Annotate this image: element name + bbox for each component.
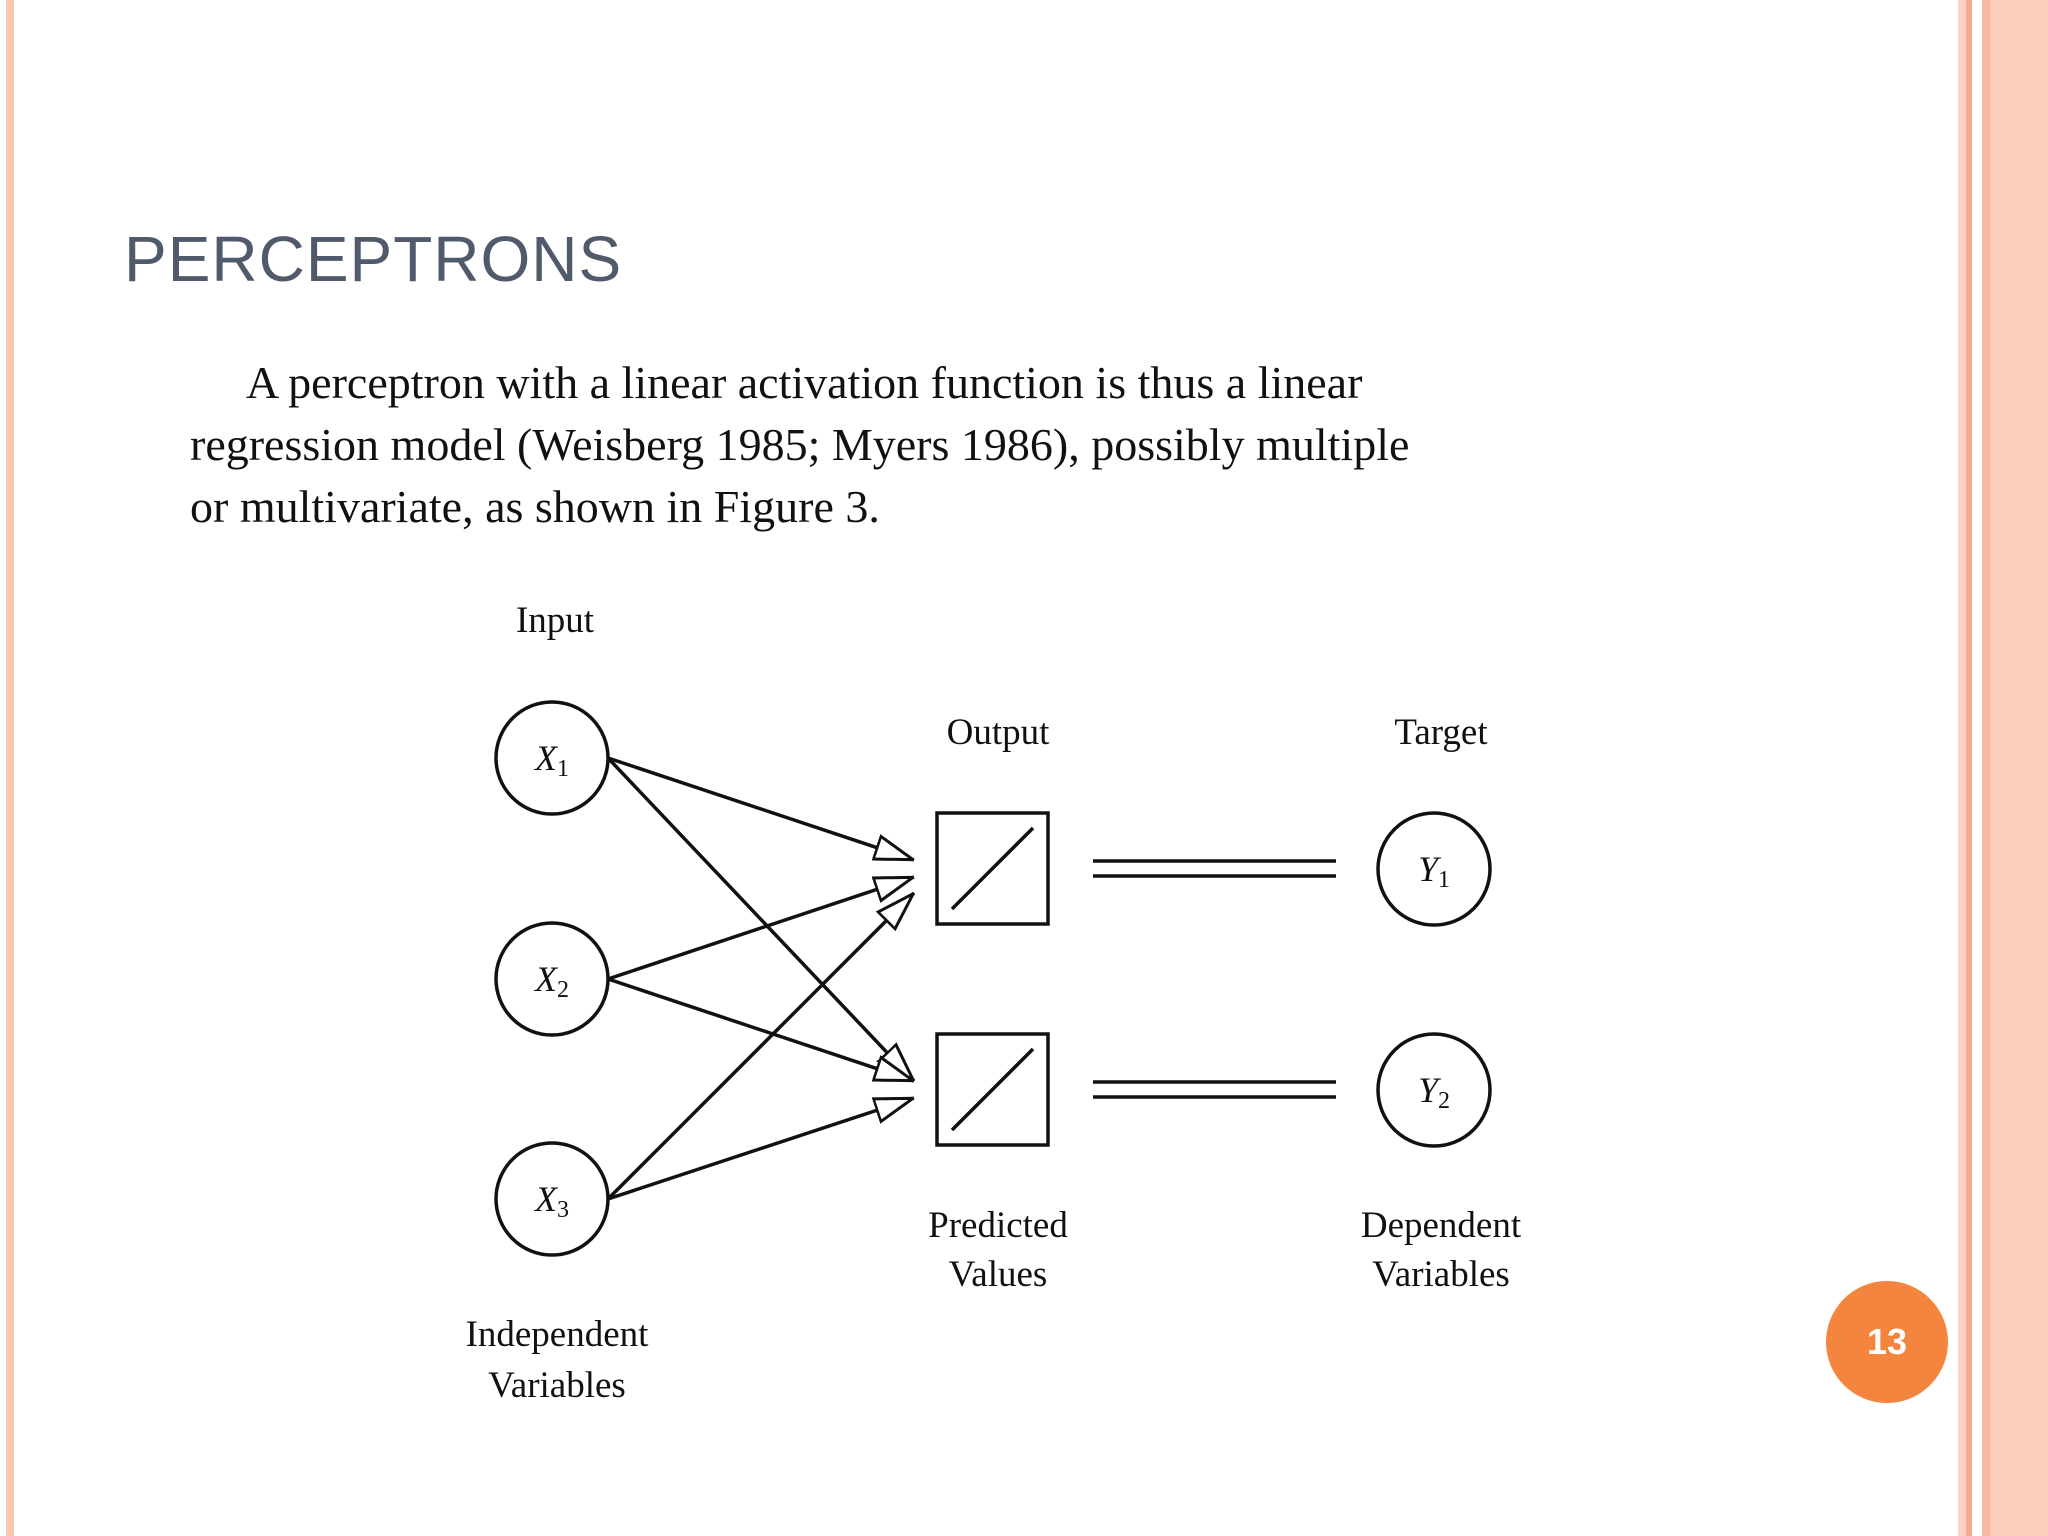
- svg-text:X3: X3: [533, 1179, 569, 1223]
- input-node-x2-sub: 2: [557, 977, 569, 1003]
- slide-title: PERCEPTRONS: [124, 223, 623, 295]
- body-paragraph: A perceptron with a linear activation fu…: [190, 352, 1570, 538]
- right-border-stripe-3: [1982, 0, 1990, 1536]
- output-label: Output: [947, 712, 1051, 753]
- svg-text:Y2: Y2: [1418, 1070, 1450, 1114]
- body-line-3: or multivariate, as shown in Figure 3.: [190, 481, 880, 532]
- predicted-values-label-line1: Predicted: [928, 1205, 1068, 1246]
- perceptron-diagram: Input Output Target X1 X2: [466, 600, 1522, 1406]
- arrow-x3-to-out2: [607, 1096, 914, 1201]
- independent-variables-label-line2: Variables: [488, 1365, 626, 1406]
- page-number-badge: 13: [1826, 1281, 1948, 1403]
- input-node-x2-var: X: [533, 959, 559, 999]
- body-line-1: A perceptron with a linear activation fu…: [246, 357, 1363, 408]
- left-border-stripe: [6, 0, 14, 1536]
- page-number: 13: [1866, 1321, 1908, 1362]
- connection-arrows: [606, 756, 914, 1201]
- input-node-x2: X2: [494, 921, 610, 1037]
- body-line-2: regression model (Weisberg 1985; Myers 1…: [190, 419, 1410, 470]
- linear-activation-icon: [950, 1047, 1035, 1132]
- target-node-y1-sub: 1: [1438, 867, 1450, 893]
- target-node-y2: Y2: [1376, 1032, 1492, 1148]
- svg-text:X2: X2: [533, 959, 569, 1003]
- output-unit-1: [935, 811, 1050, 926]
- target-label: Target: [1394, 712, 1488, 753]
- arrow-x1-to-out2: [606, 756, 914, 1081]
- input-node-x3-sub: 3: [557, 1197, 569, 1223]
- independent-variables-label-line1: Independent: [466, 1314, 650, 1355]
- right-border-stripe-1: [1958, 0, 1966, 1536]
- output-unit-2: [935, 1032, 1050, 1147]
- equality-link-2: [1093, 1080, 1336, 1099]
- right-border-gap: [1972, 0, 1982, 1536]
- arrow-x2-to-out1: [607, 875, 914, 981]
- input-node-x1-var: X: [533, 738, 559, 778]
- svg-text:X1: X1: [533, 738, 569, 782]
- arrow-x2-to-out2: [607, 977, 914, 1083]
- right-border-stripe-4: [1990, 0, 2048, 1536]
- predicted-values-label-line2: Values: [949, 1254, 1048, 1295]
- input-node-x3-var: X: [533, 1179, 559, 1219]
- linear-activation-icon: [950, 826, 1035, 911]
- target-node-y1: Y1: [1376, 811, 1492, 927]
- input-node-x1: X1: [494, 700, 610, 816]
- right-border-stripe-2: [1966, 0, 1972, 1536]
- target-node-y1-var: Y: [1418, 849, 1442, 889]
- input-node-x3: X3: [494, 1141, 610, 1257]
- dependent-variables-label-line1: Dependent: [1361, 1205, 1522, 1246]
- input-label: Input: [516, 600, 595, 641]
- equality-link-1: [1093, 859, 1336, 878]
- input-node-x1-sub: 1: [557, 756, 569, 782]
- dependent-variables-label-line2: Variables: [1372, 1254, 1510, 1295]
- arrow-x3-to-out1: [606, 893, 914, 1201]
- target-node-y2-var: Y: [1418, 1070, 1442, 1110]
- target-node-y2-sub: 2: [1438, 1088, 1450, 1114]
- arrow-x1-to-out1: [607, 756, 914, 862]
- svg-text:Y1: Y1: [1418, 849, 1450, 893]
